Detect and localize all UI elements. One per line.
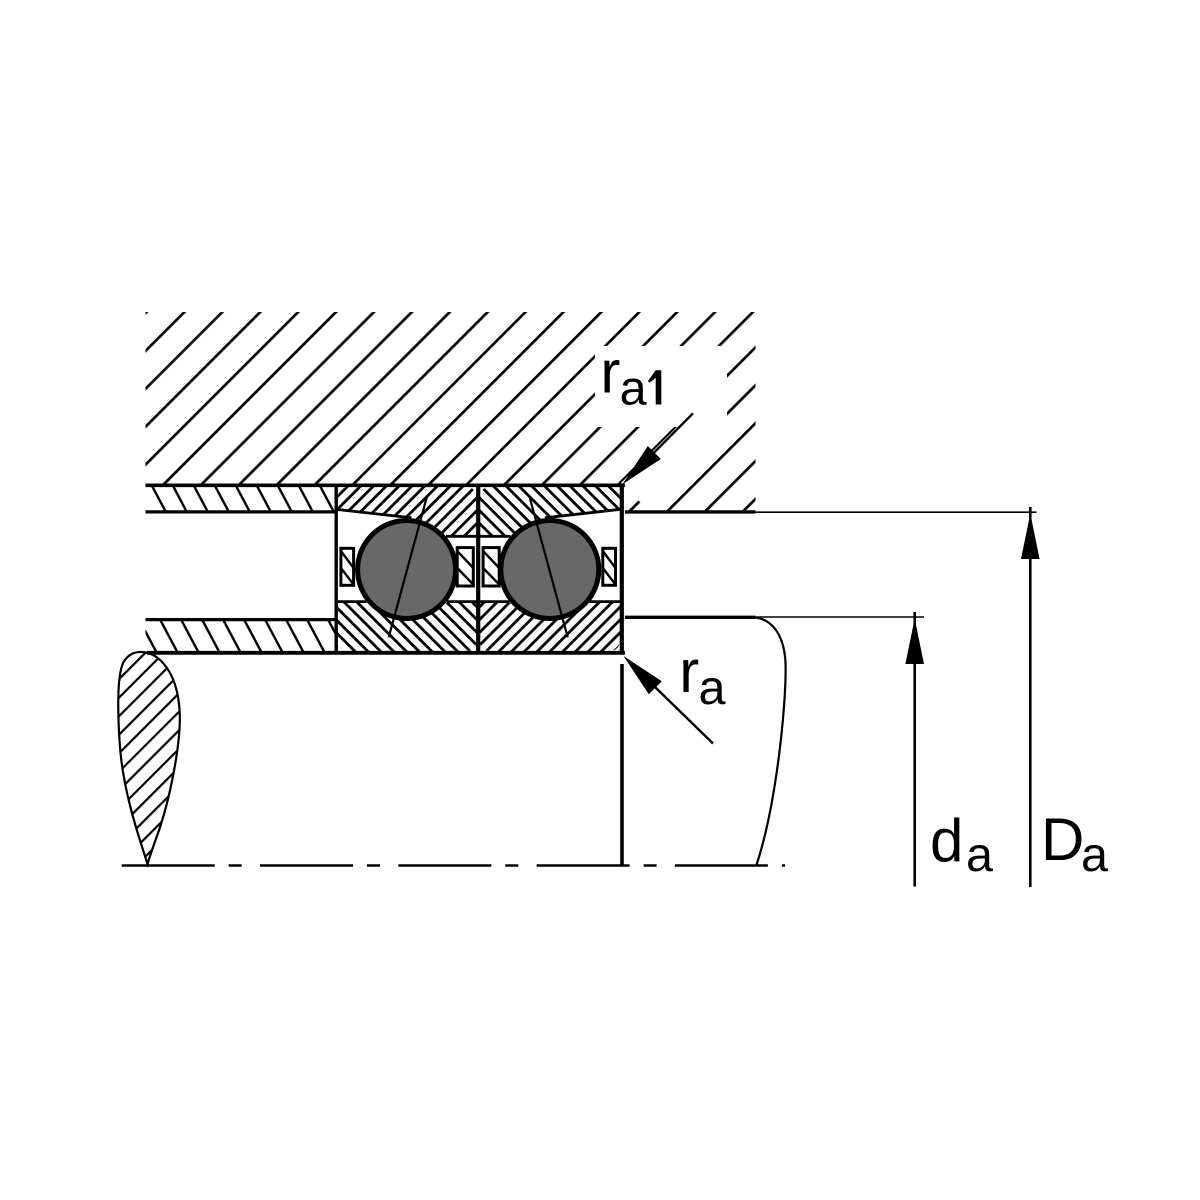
svg-text:a: a [620,362,647,416]
svg-text:D: D [1041,806,1084,873]
svg-text:a: a [966,828,993,882]
svg-text:r: r [679,638,699,705]
svg-text:a: a [1081,828,1108,882]
svg-text:a: a [699,661,726,715]
svg-text:d: d [930,807,963,874]
svg-text:r: r [600,339,620,406]
